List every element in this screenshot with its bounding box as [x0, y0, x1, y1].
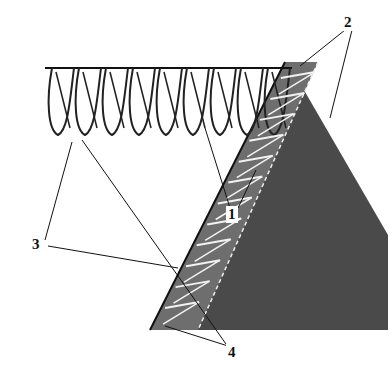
hem-band: [150, 62, 318, 330]
loop-stitch: [157, 68, 182, 135]
callout-number: 3: [30, 236, 42, 253]
cross-thread: [218, 72, 232, 128]
leader-lines: [45, 30, 352, 346]
cross-thread: [110, 72, 124, 128]
band-stitch: [237, 156, 273, 178]
band-stitch: [163, 302, 199, 324]
loop-stitch: [76, 68, 101, 135]
band-stitch: [279, 72, 315, 94]
stitches: [49, 68, 315, 324]
band-stitch: [268, 93, 304, 115]
band-stitch: [174, 281, 210, 303]
callout-number: 4: [226, 344, 238, 361]
cross-thread: [137, 72, 151, 128]
band-stitch: [247, 135, 283, 157]
loop-stitch: [49, 68, 74, 135]
band-stitch: [184, 260, 220, 282]
cross-thread: [83, 72, 97, 128]
loop-stitch: [103, 68, 128, 135]
top-thread: [45, 67, 292, 69]
loop-stitch: [184, 68, 209, 135]
cross-thread: [164, 72, 178, 128]
band-stitch: [258, 114, 294, 136]
callout-number: 1: [226, 206, 238, 223]
loop-stitch: [130, 68, 155, 135]
cross-thread: [245, 72, 259, 128]
loop-stitch: [211, 68, 236, 135]
hem-edge: [198, 62, 318, 330]
band-stitch: [195, 239, 231, 261]
cross-thread: [56, 72, 70, 128]
cross-thread: [191, 72, 205, 128]
loop-stitch: [238, 68, 263, 135]
callout-number: 2: [342, 14, 354, 31]
